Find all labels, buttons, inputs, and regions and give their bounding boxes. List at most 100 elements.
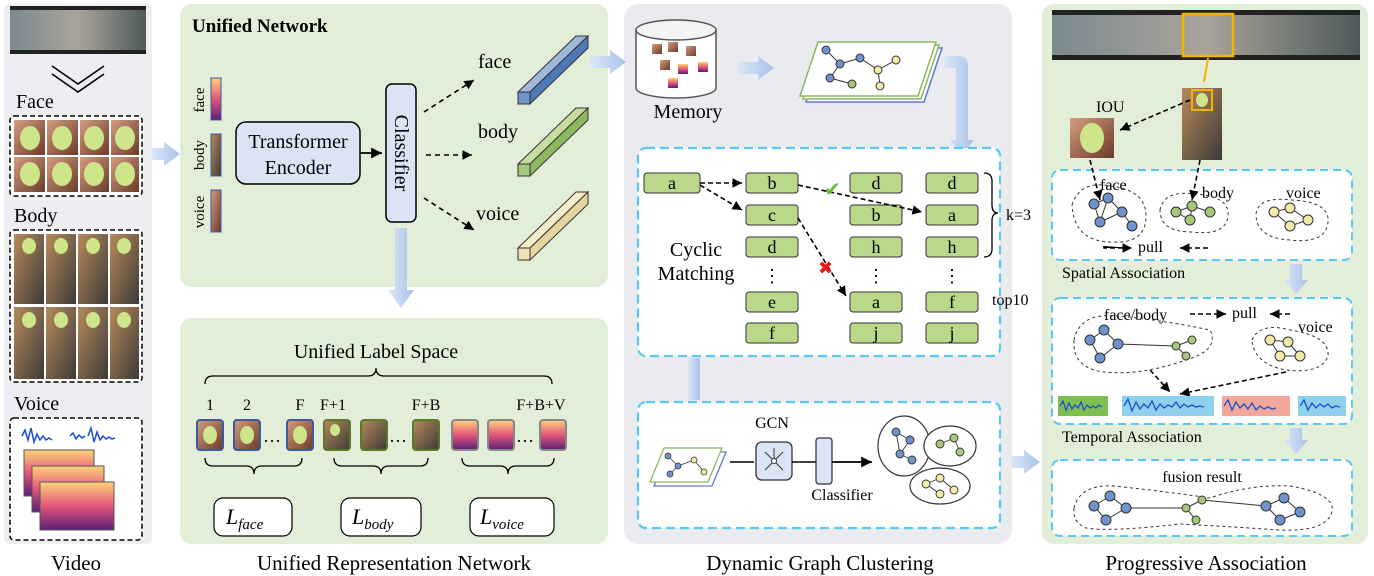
svg-text:f: f [949,292,955,312]
svg-text:Lvoice: Lvoice [479,504,524,533]
k-label: k=3 [1006,207,1031,224]
arrow-matching-to-gcn [688,358,700,400]
face-label: Face [16,91,54,113]
loss-face: Lface [213,497,293,537]
temporal-voice-cluster [1251,327,1329,372]
voice-label: Voice [14,393,59,415]
k-brace [983,172,999,258]
cyclic-label-line2: Matching [658,263,735,285]
voice-label-thumbs: … [451,419,567,451]
temporal-association-label: Temporal Association [1062,429,1202,446]
label-ticks: 1 2 F F+1 F+B F+B+V [206,397,566,414]
temporal-voice-label: voice [1298,319,1333,336]
svg-text:h: h [872,237,881,257]
arrow-video-to-network [152,142,180,166]
spatial-body-label: body [1202,185,1234,202]
arrow-body-to-face [1119,99,1191,131]
caption-dynamic-graph: Dynamic Graph Clustering [706,551,934,575]
temporal-pull-label: pull [1232,305,1257,322]
arrow-voice-to-wave [1179,371,1287,397]
svg-text:Classifier: Classifier [390,115,412,192]
arrow-graph-to-matching [944,56,974,156]
body-crop [1182,88,1222,160]
svg-text:Lface: Lface [225,504,264,533]
svg-text:F+1: F+1 [320,397,346,414]
svg-text:b: b [872,205,881,225]
video-filmstrip [10,6,146,54]
fusion-label: fusion result [1162,469,1242,486]
body-label-thumbs: … [323,419,440,451]
caption-video: Video [51,551,101,575]
spatial-voice-cluster [1255,198,1329,242]
face-feature-bar [516,34,590,106]
arrow-to-voice [423,197,475,231]
spatial-voice-label: voice [1286,185,1321,202]
voice-clips [9,417,143,541]
svg-text:Lbody: Lbody [351,504,394,533]
output-voice-label: voice [476,203,519,225]
svg-text:1: 1 [206,397,214,414]
svg-text:a: a [668,173,676,193]
svg-text:F: F [296,397,305,414]
unified-network-title: Unified Network [192,16,328,37]
spatial-face-label: face [1100,177,1127,194]
svg-text:j: j [872,323,878,343]
arrow-facebody-to-wave [1149,369,1171,393]
output-face-label: face [478,51,511,73]
svg-text:2: 2 [243,397,251,414]
arrow-face-crop-down [1089,159,1103,201]
arrow-to-progressive [1012,450,1040,474]
svg-text:a: a [872,292,880,312]
spatial-association-label: Spatial Association [1062,265,1185,282]
face-brace [204,457,303,475]
face-crop [1070,118,1114,158]
spatial-box [1051,169,1353,261]
body-feature-bar [516,106,590,178]
svg-text:body: body [192,140,208,171]
arrow-memory-to-graph [738,56,774,80]
label-space-title: Unified Label Space [294,341,458,363]
spatial-pull-label: pull [1138,239,1163,256]
node-col-d: d a h ⋮ f j [925,172,979,344]
svg-text:Transformer: Transformer [248,131,348,153]
node-col-a: a [643,172,701,194]
gcn-node [755,441,793,481]
node-col-b: b c d ⋮ e f [745,172,799,344]
cross-icon: ✖ [818,258,833,278]
svg-text:h: h [948,237,957,257]
arrow-classifier-to-labels [388,228,414,308]
temporal-box [1051,297,1353,425]
top10-label: top10 [992,292,1028,309]
node-col-c: d b h ⋮ a j [849,172,903,344]
temporal-waveforms [1058,396,1346,416]
classifier-block: Classifier [385,83,417,223]
body-brace [333,457,429,475]
cluster-results [877,415,977,505]
svg-text:d: d [948,173,957,193]
loss-voice: Lvoice [469,497,555,537]
body-label: Body [14,205,57,227]
memory-label: Memory [654,101,723,123]
chevron-down-icon [51,65,105,93]
face-body-label: face/body [1104,307,1167,324]
graph-stack [798,41,944,103]
svg-text:b: b [768,173,777,193]
face-label-thumbs: … [196,419,314,451]
arrow-body-crop-down [1189,159,1201,201]
transformer-encoder: Transformer Encoder [235,121,361,185]
svg-text:j: j [948,323,954,343]
label-space-panel [180,318,608,544]
svg-text:a: a [948,205,956,225]
spatial-face-cluster [1071,184,1147,243]
matching-arrows [699,178,923,297]
svg-text:⋮: ⋮ [943,266,961,286]
body-crops [9,229,143,383]
cyclic-label-line1: Cyclic [670,239,722,261]
svg-text:Encoder: Encoder [265,157,332,179]
gcn-label: GCN [755,415,789,432]
svg-text:…: … [389,426,407,446]
arrow-network-to-memory [590,50,626,74]
svg-text:…: … [263,426,281,446]
input-body: body [192,133,222,177]
